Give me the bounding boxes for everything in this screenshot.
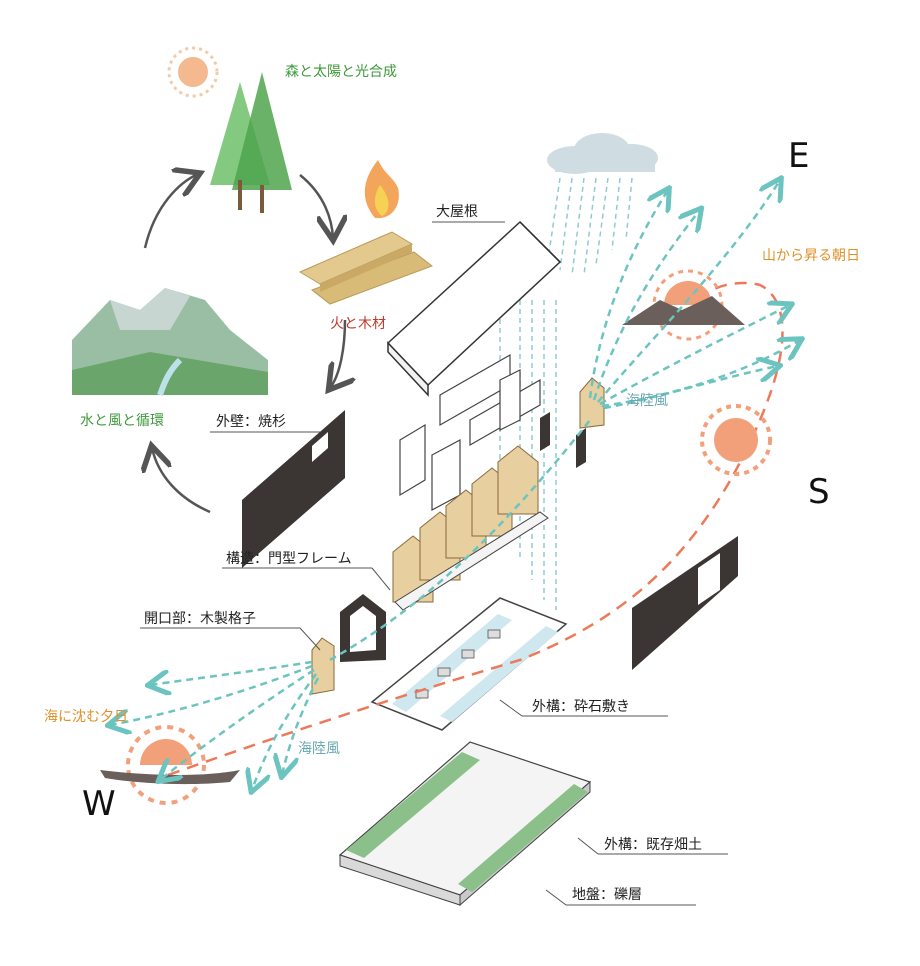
label-opening: 開口部：木製格子	[144, 611, 256, 627]
compass-east: E	[788, 136, 810, 176]
charred-wall-small	[540, 412, 586, 468]
label-forest: 森と太陽と光合成	[285, 64, 397, 80]
label-outer-wall: 外壁：焼杉	[216, 414, 286, 430]
label-structure: 構造：門型フレーム	[226, 551, 352, 567]
label-exterior-gravel: 外構：砕石敷き	[532, 699, 630, 715]
rain-cloud-icon	[547, 133, 658, 174]
sunrise-icon	[622, 269, 745, 341]
lumber-icon	[298, 231, 434, 305]
label-ground: 地盤：礫層	[572, 887, 642, 903]
label-exterior-field: 外構：既存畑土	[604, 837, 702, 853]
compass-south: S	[808, 472, 830, 512]
charred-wall-left	[242, 410, 345, 568]
sunset-icon	[100, 725, 240, 805]
label-fire-wood: 火と木材	[330, 316, 386, 332]
charred-wall-right	[632, 536, 738, 670]
compass-west: W	[82, 784, 116, 824]
sun-icon-south	[700, 404, 772, 476]
gable-frame	[340, 594, 386, 662]
label-sea-breeze-east: 海陸風	[626, 393, 668, 409]
forest-icon	[210, 72, 292, 213]
fire-icon	[364, 160, 399, 219]
label-sunset: 海に沈む夕日	[44, 709, 128, 725]
lattice-panel-left	[311, 637, 335, 695]
ground-block	[338, 741, 592, 907]
label-water-wind: 水と風と循環	[80, 413, 164, 429]
label-roof: 大屋根	[436, 204, 478, 220]
sea-breeze-east-arrows	[588, 180, 800, 410]
inner-walls	[399, 353, 541, 512]
sea-breeze-west-arrows	[110, 660, 320, 790]
foundation-gravel	[370, 597, 568, 731]
landscape-icon	[72, 288, 268, 396]
sun-icon-top	[167, 46, 219, 98]
roof-component	[386, 220, 562, 397]
label-sunrise: 山から昇る朝日	[762, 248, 860, 264]
label-sea-breeze-west: 海陸風	[298, 741, 340, 757]
